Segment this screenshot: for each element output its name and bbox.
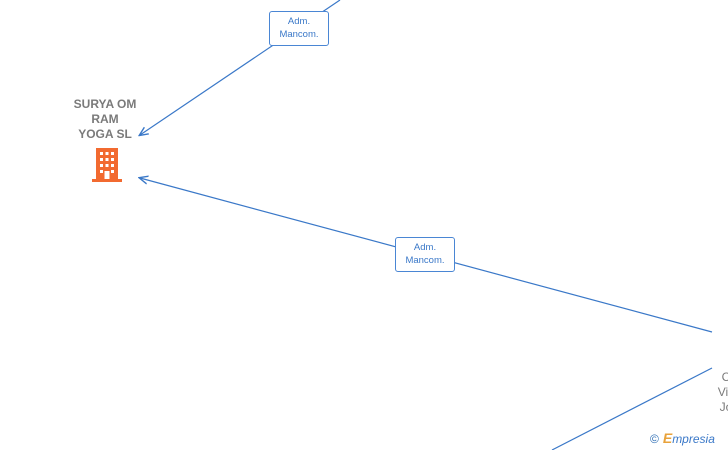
relation-label-top[interactable]: Adm. Mancom. — [269, 11, 329, 46]
brand-logo-initial: E — [662, 430, 673, 446]
edge-right-to-bottom — [551, 367, 713, 450]
relation-label-middle[interactable]: Adm. Mancom. — [395, 237, 455, 272]
copyright-icon: © — [650, 432, 659, 446]
relation-label-type: Mancom. — [279, 29, 319, 40]
relation-label-type: Mancom. — [405, 255, 445, 266]
building-icon[interactable] — [92, 148, 122, 182]
relation-label-role: Adm. — [413, 242, 437, 253]
company-name[interactable]: SURYA OM RAM YOGA SL — [73, 97, 137, 141]
relation-label-role: Adm. — [287, 16, 311, 27]
partial-person-node-label[interactable]: C Vis Jo — [717, 370, 728, 414]
empresia-watermark: ©Empresia — [650, 430, 715, 446]
brand-name: mpresia — [672, 432, 715, 446]
